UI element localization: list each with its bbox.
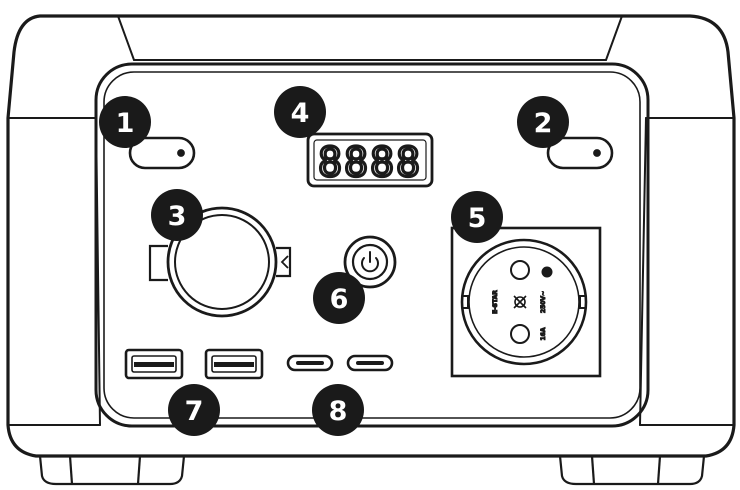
callout-1: 1 xyxy=(99,96,151,148)
usb-a-port-1[interactable] xyxy=(124,348,184,380)
front-panel xyxy=(94,62,650,428)
usb-c-port-2[interactable] xyxy=(346,354,394,372)
chevron-left-icon xyxy=(280,255,289,269)
socket-brand-label: E-STAR xyxy=(492,290,499,314)
dc-car-port-cover[interactable] xyxy=(148,206,292,318)
callout-6: 6 xyxy=(313,272,365,324)
right-light-button[interactable] xyxy=(546,136,614,170)
display-digit-2: 8 xyxy=(344,140,368,186)
callout-2: 2 xyxy=(517,96,569,148)
power-button[interactable] xyxy=(343,235,397,289)
socket-hole-top xyxy=(510,260,530,280)
ac-socket[interactable]: E-STAR 16A 250V~ xyxy=(450,226,602,378)
callout-3: 3 xyxy=(151,189,203,241)
socket-indicator-icon xyxy=(541,266,553,278)
callout-8: 8 xyxy=(312,384,364,436)
digital-display: 8 8 8 8 xyxy=(306,132,434,188)
callout-5-label: 5 xyxy=(468,203,487,234)
left-light-button[interactable] xyxy=(128,136,196,170)
socket-voltage-rating: 250V~ xyxy=(540,291,547,313)
display-digit-3: 8 xyxy=(370,140,394,186)
display-digit-1: 8 xyxy=(318,140,342,186)
display-digit-4: 8 xyxy=(396,140,420,186)
device-feet xyxy=(38,455,706,486)
callout-2-label: 2 xyxy=(534,108,553,139)
usb-c-port-1[interactable] xyxy=(286,354,334,372)
callout-7: 7 xyxy=(168,384,220,436)
usb-a-port-2[interactable] xyxy=(204,348,264,380)
socket-hole-bottom xyxy=(510,324,530,344)
callout-4: 4 xyxy=(274,86,326,138)
callout-7-label: 7 xyxy=(185,396,204,427)
callout-3-label: 3 xyxy=(168,201,187,232)
power-icon xyxy=(361,251,379,273)
device-body xyxy=(6,14,736,458)
socket-current-rating: 16A xyxy=(540,327,547,340)
callout-1-label: 1 xyxy=(116,108,135,139)
socket-center-icon xyxy=(513,295,527,309)
callout-5: 5 xyxy=(451,191,503,243)
callout-8-label: 8 xyxy=(329,396,348,427)
callout-6-label: 6 xyxy=(330,284,349,315)
callout-4-label: 4 xyxy=(291,98,310,129)
